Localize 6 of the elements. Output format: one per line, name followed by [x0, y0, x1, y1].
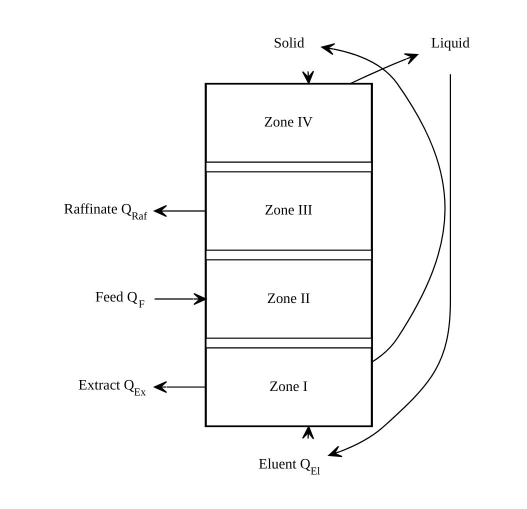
node-text: Solid: [274, 35, 304, 52]
node-text: Liquid: [431, 35, 470, 52]
node-text: Feed Q$_{F}$: [95, 289, 145, 310]
node-text: Extract Q$_{Ex}$: [78, 377, 146, 398]
node-text: Raffinate Q$_{Raf}$: [64, 201, 148, 222]
node-text: Eluent Q$_{El}$: [258, 456, 320, 478]
